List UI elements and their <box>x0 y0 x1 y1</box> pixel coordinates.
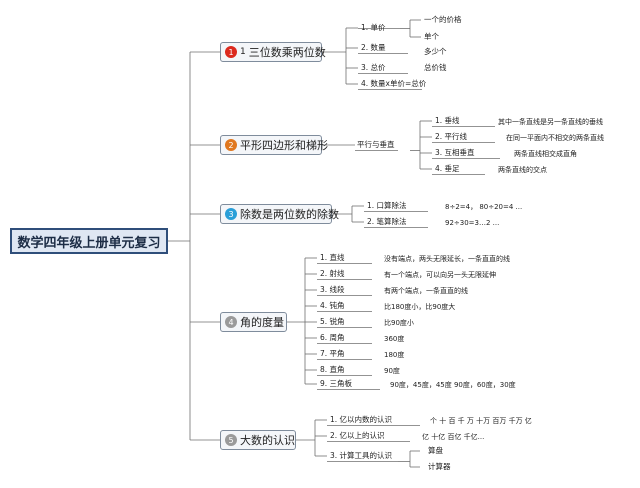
b4-item-4-value[interactable]: 比180度小，比90度大 <box>384 303 456 311</box>
b4-item-2-value[interactable]: 有一个端点，可以向另一头无限延伸 <box>384 271 496 279</box>
branch-3-topic[interactable]: 3 除数是两位数的除数 <box>220 204 339 224</box>
b4-item-9-value[interactable]: 90度，45度，45度 90度，60度，30度 <box>390 381 516 389</box>
b2-item-3-label[interactable]: 3. 互相垂直 <box>435 148 475 157</box>
b4-item-5-label[interactable]: 5. 锐角 <box>320 317 345 326</box>
b2-item-1-label[interactable]: 1. 垂线 <box>435 116 460 125</box>
b5-item-3-sub-2[interactable]: 计算器 <box>428 462 451 471</box>
b2-item-2-label[interactable]: 2. 平行线 <box>435 132 468 141</box>
b1-item-2-label[interactable]: 2. 数量 <box>361 43 386 52</box>
branch-4-title: 角的度量 <box>240 316 284 329</box>
number-badge-2: 2 <box>225 139 237 151</box>
b4-item-8-value[interactable]: 90度 <box>384 367 400 375</box>
number-badge-3: 3 <box>225 208 237 220</box>
number-badge-5: 5 <box>225 434 237 446</box>
b1-item-1-label[interactable]: 1. 单价 <box>361 23 386 32</box>
b5-item-3-sub-1[interactable]: 算盘 <box>428 446 443 455</box>
b4-item-6-value[interactable]: 360度 <box>384 335 405 343</box>
b2-item-3-value[interactable]: 两条直线相交成直角 <box>514 150 577 158</box>
b4-item-3-label[interactable]: 3. 线段 <box>320 285 345 294</box>
b1-item-3-value[interactable]: 总价钱 <box>424 63 447 72</box>
b4-item-9-label[interactable]: 9. 三角板 <box>320 379 353 388</box>
branch-1-title: 三位数乘两位数 <box>248 46 326 59</box>
branch-4-topic[interactable]: 4 角的度量 <box>220 312 287 332</box>
root-topic[interactable]: 数学四年级上册单元复习 <box>10 228 168 254</box>
branch-5-topic[interactable]: 5 大数的认识 <box>220 430 296 450</box>
branch-1-topic[interactable]: 1 1 三位数乘两位数 <box>220 42 326 62</box>
number-badge-1: 1 <box>225 46 237 58</box>
b3-item-2-label[interactable]: 2. 笔算除法 <box>367 217 407 226</box>
b5-item-3-label[interactable]: 3. 计算工具的认识 <box>330 451 393 460</box>
b1-item-2-value[interactable]: 多少个 <box>424 47 447 56</box>
b2-item-1-value[interactable]: 其中一条直线是另一条直线的垂线 <box>498 118 603 126</box>
b5-item-2-value[interactable]: 亿 十亿 百亿 千亿... <box>422 433 485 441</box>
b3-item-1-value[interactable]: 8÷2=4， 80÷20=4 ... <box>445 203 523 211</box>
b4-item-1-value[interactable]: 没有端点，两头无限延长，一条直直的线 <box>384 255 510 263</box>
b5-item-1-value[interactable]: 个 十 百 千 万 十万 百万 千万 亿 <box>430 417 532 425</box>
b1-item-4-label[interactable]: 4. 数量x单价=总价 <box>361 79 427 88</box>
branch-1-prefix: 1 <box>240 47 246 57</box>
b4-item-8-label[interactable]: 8. 直角 <box>320 365 345 374</box>
b4-item-2-label[interactable]: 2. 射线 <box>320 269 345 278</box>
branch-2-title: 平形四边形和梯形 <box>240 139 328 152</box>
b1-item-1-sub-2[interactable]: 单个 <box>424 32 439 41</box>
b5-item-2-label[interactable]: 2. 亿以上的认识 <box>330 431 385 440</box>
b4-item-6-label[interactable]: 6. 周角 <box>320 333 345 342</box>
b4-item-1-label[interactable]: 1. 直线 <box>320 253 345 262</box>
b4-item-7-value[interactable]: 180度 <box>384 351 405 359</box>
number-badge-4: 4 <box>225 316 237 328</box>
b4-item-7-label[interactable]: 7. 平角 <box>320 349 345 358</box>
branch-5-title: 大数的认识 <box>240 434 295 447</box>
b4-item-5-value[interactable]: 比90度小 <box>384 319 414 327</box>
b4-item-4-label[interactable]: 4. 钝角 <box>320 301 345 310</box>
b2-item-2-value[interactable]: 在同一平面内不相交的两条直线 <box>506 134 604 142</box>
b2-item-4-label[interactable]: 4. 垂足 <box>435 164 460 173</box>
b3-item-2-value[interactable]: 92÷30=3…2 ... <box>445 219 500 227</box>
b1-item-1-sub-1[interactable]: 一个的价格 <box>424 15 462 24</box>
b3-item-1-label[interactable]: 1. 口算除法 <box>367 201 407 210</box>
b1-item-3-label[interactable]: 3. 总价 <box>361 63 386 72</box>
branch-2-topic[interactable]: 2 平形四边形和梯形 <box>220 135 328 155</box>
b5-item-1-label[interactable]: 1. 亿以内数的认识 <box>330 415 393 424</box>
branch-3-title: 除数是两位数的除数 <box>240 208 339 221</box>
b4-item-3-value[interactable]: 有两个端点，一条直直的线 <box>384 287 468 295</box>
b2-item-4-value[interactable]: 两条直线的交点 <box>498 166 547 174</box>
b2-mid-label[interactable]: 平行与垂直 <box>357 140 395 149</box>
